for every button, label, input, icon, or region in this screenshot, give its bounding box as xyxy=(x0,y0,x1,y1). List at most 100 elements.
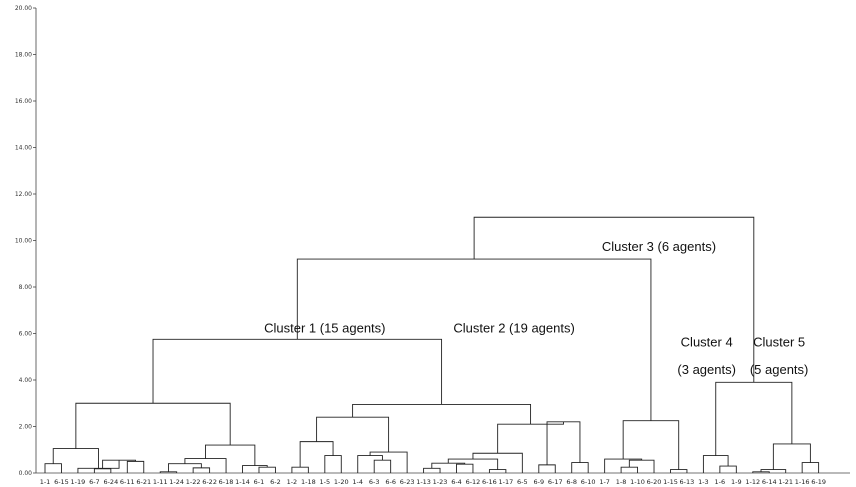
dendrogram-link xyxy=(719,465,737,473)
leaf-label: 1-13 xyxy=(416,478,431,486)
dendrogram-link xyxy=(316,416,390,453)
dendrogram-link xyxy=(52,448,99,469)
leaf-label: 1-12 xyxy=(745,478,760,486)
dendrogram-link xyxy=(473,216,755,383)
dendrogram-link xyxy=(258,466,276,473)
leaf-label: 1-5 xyxy=(320,478,331,486)
dendrogram-link xyxy=(357,455,383,473)
leaf-label: 1-15 xyxy=(663,478,678,486)
dendrogram-link xyxy=(670,469,688,473)
leaf-label: 6-4 xyxy=(451,478,462,486)
leaf-label: 1-23 xyxy=(433,478,448,486)
dendrogram-link xyxy=(604,458,643,473)
y-tick-label: 12.00 xyxy=(15,191,32,198)
leaf-label: 6-1 xyxy=(254,478,265,486)
leaf-label: 6-21 xyxy=(136,478,151,486)
dendrogram-links xyxy=(44,216,820,473)
cluster-annotation: (3 agents) xyxy=(677,362,736,377)
cluster-annotation: Cluster 1 (15 agents) xyxy=(264,320,385,335)
leaf-label: 1-2 xyxy=(287,478,298,486)
leaf-label: 6-19 xyxy=(811,478,826,486)
leaf-label: 6-9 xyxy=(533,478,544,486)
dendrogram-link xyxy=(352,403,532,425)
leaf-label: 1-4 xyxy=(352,478,363,486)
y-tick-label: 18.00 xyxy=(15,52,32,59)
leaf-label: 1-9 xyxy=(731,478,742,486)
leaf-label: 6-3 xyxy=(369,478,380,486)
leaf-label: 6-22 xyxy=(202,478,217,486)
leaf-label: 1-3 xyxy=(698,478,709,486)
cluster-annotation: Cluster 2 (19 agents) xyxy=(453,320,574,335)
y-tick-label: 4.00 xyxy=(19,377,33,384)
dendrogram-link xyxy=(538,464,556,473)
leaf-label: 6-18 xyxy=(219,478,234,486)
dendrogram-link xyxy=(324,455,342,473)
leaf-label: 6-17 xyxy=(548,478,563,486)
leaf-label: 1-22 xyxy=(186,478,201,486)
leaf-label: 6-5 xyxy=(517,478,528,486)
dendrogram-link xyxy=(546,421,581,465)
y-axis-ticks: 0.002.004.006.008.0010.0012.0014.0016.00… xyxy=(15,5,36,477)
leaf-label: 1-18 xyxy=(301,478,316,486)
cluster-annotation: (5 agents) xyxy=(750,362,809,377)
leaf-label: 1-11 xyxy=(153,478,168,486)
y-tick-label: 14.00 xyxy=(15,145,32,152)
dendrogram-link xyxy=(299,441,334,468)
leaf-label: 1-21 xyxy=(778,478,793,486)
dendrogram-link xyxy=(423,467,441,473)
leaf-label: 6-7 xyxy=(89,478,100,486)
dendrogram-link xyxy=(628,459,655,473)
leaf-label: 6-8 xyxy=(566,478,577,486)
dendrogram-link xyxy=(715,381,793,456)
dendrogram-link xyxy=(126,460,145,473)
leaf-label: 6-16 xyxy=(482,478,497,486)
dendrogram-link xyxy=(44,463,62,473)
dendrogram-link xyxy=(702,455,729,473)
dendrogram-link xyxy=(571,462,589,473)
dendrogram-link xyxy=(622,420,680,470)
leaf-label: 6-20 xyxy=(647,478,662,486)
leaf-label: 6-14 xyxy=(762,478,777,486)
leaf-label: 6-6 xyxy=(385,478,396,486)
y-tick-label: 8.00 xyxy=(19,284,33,291)
leaf-label: 6-10 xyxy=(581,478,596,486)
dendrogram-link xyxy=(152,338,443,405)
leaf-label: 6-2 xyxy=(270,478,281,486)
leaf-label: 6-23 xyxy=(400,478,415,486)
leaf-label: 1-20 xyxy=(334,478,349,486)
dendrogram-link xyxy=(93,468,112,473)
dendrogram-link xyxy=(242,465,268,473)
leaf-label: 6-11 xyxy=(120,478,135,486)
leaf-label: 6-24 xyxy=(103,478,118,486)
dendrogram-link xyxy=(497,421,564,454)
y-tick-label: 6.00 xyxy=(19,331,33,338)
leaf-label: 6-12 xyxy=(466,478,481,486)
leaf-label: 1-8 xyxy=(616,478,627,486)
y-tick-label: 0.00 xyxy=(19,470,33,477)
dendrogram-link xyxy=(801,462,820,473)
dendrogram-link xyxy=(488,469,507,473)
leaf-label: 1-1 xyxy=(40,478,51,486)
leaf-label: 1-10 xyxy=(630,478,645,486)
y-tick-label: 10.00 xyxy=(15,238,32,245)
dendrogram-link xyxy=(760,469,787,473)
leaf-label: 1-17 xyxy=(498,478,513,486)
leaf-label: 1-14 xyxy=(235,478,250,486)
leaf-label: 6-15 xyxy=(54,478,69,486)
cluster-annotations: Cluster 1 (15 agents) Cluster 2 (19 agent… xyxy=(264,239,808,377)
dendrogram-link xyxy=(373,459,392,473)
y-tick-label: 16.00 xyxy=(15,98,32,105)
cluster-annotation: Cluster 3 (6 agents) xyxy=(602,239,716,254)
dendrogram-link xyxy=(296,258,652,421)
cluster-annotation: Cluster 5 xyxy=(753,334,805,349)
dendrogram-link xyxy=(102,459,136,469)
leaf-label: 1-16 xyxy=(795,478,810,486)
dendrogram-link xyxy=(184,458,227,473)
leaf-label: 1-6 xyxy=(715,478,726,486)
dendrogram-link xyxy=(75,402,231,449)
dendrogram-link xyxy=(772,443,811,470)
cluster-annotation: Cluster 4 xyxy=(681,334,733,349)
dendrogram-link xyxy=(291,466,309,473)
